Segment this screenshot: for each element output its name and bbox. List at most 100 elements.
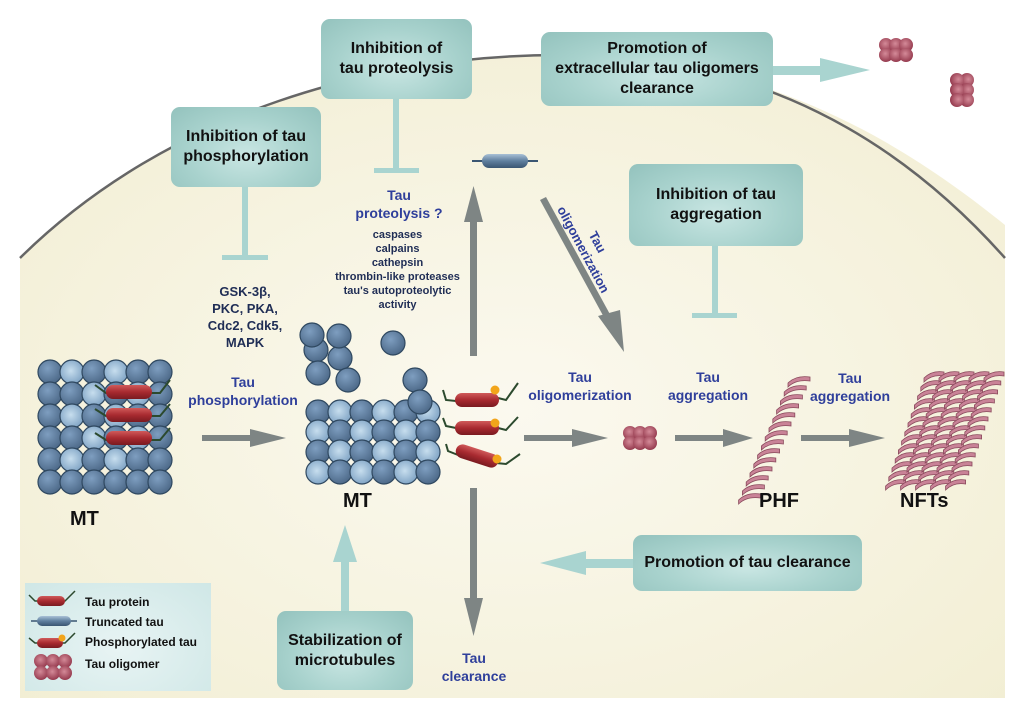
tubulin-subunit xyxy=(349,459,375,485)
phf-segment xyxy=(738,493,761,505)
nft-segment xyxy=(970,407,992,419)
tubulin-subunit xyxy=(37,469,63,495)
free-tubulin xyxy=(327,345,353,371)
nft-segment xyxy=(974,398,995,410)
box-stabilization-microtubules: Stabilization of microtubules xyxy=(277,611,413,690)
tau-oligomer-extracellular-1 xyxy=(879,38,913,62)
inhibit-bar-aggregation xyxy=(712,245,718,315)
oligomer-unit xyxy=(643,426,657,440)
free-tubulin xyxy=(299,322,325,348)
tubulin-subunit xyxy=(37,359,63,385)
oligomer-unit xyxy=(889,38,903,52)
nft-segment xyxy=(967,416,989,428)
arrow-aggregation-2 xyxy=(801,429,885,447)
legend-label-truncated-tau: Truncated tau xyxy=(85,615,164,629)
phf-segment xyxy=(749,466,773,478)
oligomer-unit xyxy=(960,93,974,107)
label-mt-center: MT xyxy=(343,490,372,512)
tubulin-subunit xyxy=(81,403,107,429)
label-nfts: NFTs xyxy=(900,490,949,512)
tau-oligomers xyxy=(623,38,974,450)
oligomer-unit xyxy=(633,426,647,440)
oligomer-unit xyxy=(889,48,903,62)
free-tubulin xyxy=(402,367,428,393)
teal-arrow-extracellular xyxy=(772,58,870,82)
tubulin-subunit xyxy=(305,459,331,485)
phf-segment xyxy=(745,475,769,487)
tubulin-subunit xyxy=(125,469,151,495)
label-tau-aggregation-2: Tau aggregation xyxy=(809,370,891,404)
phf-segment xyxy=(753,457,777,469)
arrow-aggregation-1 xyxy=(675,429,753,447)
tau-protein-bodies xyxy=(106,385,152,445)
free-tubulin xyxy=(407,389,433,415)
tubulin-subunit xyxy=(393,459,419,485)
tau-oligomer-icon xyxy=(34,654,72,680)
tubulin-subunit xyxy=(37,425,63,451)
nft-segment xyxy=(961,434,982,446)
tubulin-subunit xyxy=(125,447,151,473)
phf-segment xyxy=(761,439,784,451)
label-tau-aggregation-1: Tau aggregation xyxy=(667,369,749,403)
inhibition-bars xyxy=(222,58,870,612)
oligomer-unit xyxy=(623,436,637,450)
tubulin-subunit xyxy=(103,469,129,495)
label-tau-phosphorylation: Tau phosphorylation xyxy=(188,374,298,408)
phf-segment xyxy=(768,421,792,433)
arrow-phosphorylation xyxy=(202,429,286,447)
oligomer-unit xyxy=(623,426,637,440)
inhibit-bar-proteolysis xyxy=(393,97,399,169)
free-tubulin xyxy=(326,323,352,349)
legend: Tau protein Truncated tau Phosphorylated… xyxy=(25,583,211,691)
box-inhibition-tau-phosphorylation: Inhibition of tau phosphorylation xyxy=(171,107,321,187)
phf-segment xyxy=(764,430,788,442)
label-phf: PHF xyxy=(759,490,799,512)
free-tubulin xyxy=(305,360,331,386)
tubulin-subunit xyxy=(81,447,107,473)
nft-structure xyxy=(885,371,1005,491)
tubulin-subunit xyxy=(81,469,107,495)
tubulin-subunit xyxy=(415,459,441,485)
nft-segment xyxy=(945,479,966,491)
tubulin-subunit xyxy=(59,403,85,429)
process-arrows xyxy=(202,186,885,636)
truncated-tau-icon xyxy=(31,616,77,626)
phf-segment xyxy=(787,376,811,388)
tau-oligomer-center xyxy=(623,426,657,450)
free-tubulin xyxy=(335,367,361,393)
tubulin-subunit xyxy=(37,447,63,473)
nft-segment xyxy=(951,461,973,473)
box-inhibition-tau-proteolysis: Inhibition of tau proteolysis xyxy=(321,19,472,99)
tubulin-subunit xyxy=(125,359,151,385)
oligomer-unit xyxy=(960,83,974,97)
phosphorylated-tau-group xyxy=(442,382,521,468)
teal-arrow-clearance xyxy=(540,551,636,575)
box-promotion-extracellular-clearance: Promotion of extracellular tau oligomers… xyxy=(541,32,773,106)
phf-segment xyxy=(772,412,796,424)
nft-segment xyxy=(977,389,998,401)
tubulin-subunit xyxy=(81,359,107,385)
teal-arrow-stabilization xyxy=(333,525,357,612)
protease-list: caspases calpains cathepsin thrombin-lik… xyxy=(335,229,460,311)
tubulin-subunit xyxy=(147,447,173,473)
tubulin-subunit xyxy=(103,447,129,473)
oligomer-unit xyxy=(950,83,964,97)
phf-segment xyxy=(783,385,807,397)
legend-icons xyxy=(28,590,77,680)
tubulin-subunit xyxy=(37,403,63,429)
phf-segment xyxy=(776,403,799,415)
tubulin-subunit xyxy=(147,469,173,495)
tubulin-subunit xyxy=(103,359,129,385)
legend-label-tau-oligomer: Tau oligomer xyxy=(85,657,160,671)
tubulin-subunit xyxy=(59,447,85,473)
microtubule-center xyxy=(299,322,441,485)
nft-segment xyxy=(948,470,970,482)
arrow-clearance-down xyxy=(464,488,483,636)
free-tubulin xyxy=(380,330,406,356)
phf-segment xyxy=(780,394,803,406)
tubulin-subunit xyxy=(147,359,173,385)
tubulin-subunit xyxy=(59,359,85,385)
nft-segment xyxy=(954,452,976,464)
tubulin-subunit xyxy=(59,469,85,495)
oligomer-unit xyxy=(643,436,657,450)
